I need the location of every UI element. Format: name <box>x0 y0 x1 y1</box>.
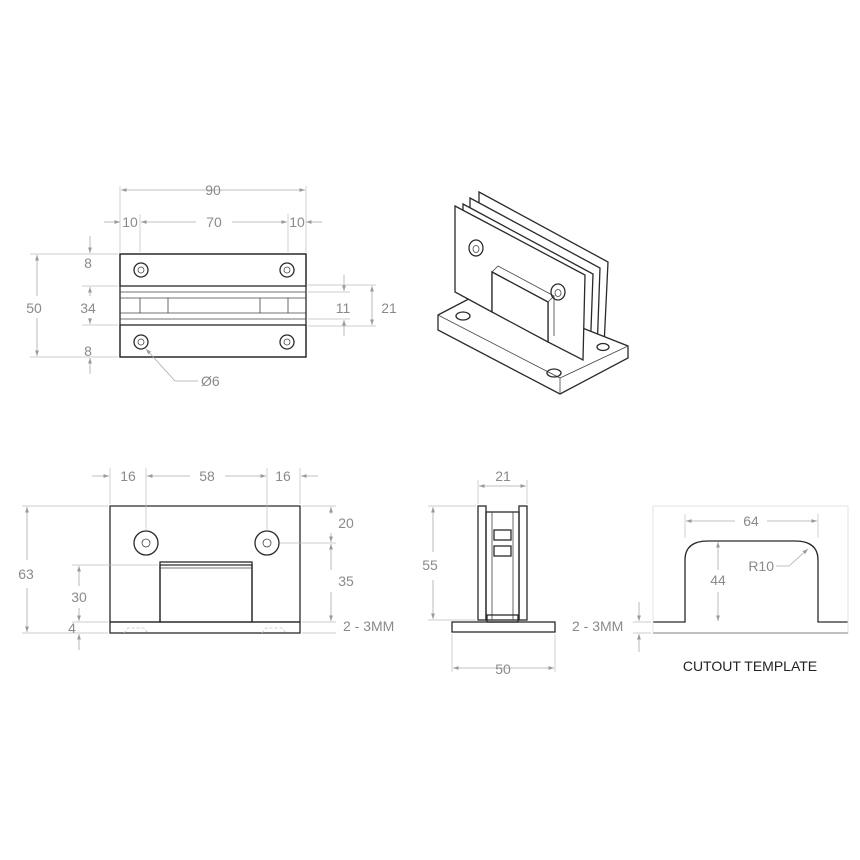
hole-icon <box>254 530 280 556</box>
dim-base: 4 <box>68 620 76 636</box>
dim-top-band: 8 <box>84 255 92 271</box>
top-view-upper-plate <box>119 253 307 287</box>
front-view: 16 58 16 63 30 4 20 35 2 - 3MM <box>18 468 394 650</box>
cutout-dim-gap: 2 - 3MM <box>572 618 623 634</box>
dim-gap-inner: 11 <box>336 300 351 316</box>
dim-right-margin: 10 <box>289 214 305 230</box>
cutout-dim-radius: R10 <box>748 558 774 574</box>
dim-gap: 2 - 3MM <box>343 618 394 634</box>
cutout-dim-height: 44 <box>710 572 726 588</box>
dim-body: 35 <box>338 573 354 589</box>
dim-center-width: 70 <box>206 214 222 230</box>
dim-right: 16 <box>275 468 291 484</box>
cutout-title: CUTOUT TEMPLATE <box>683 658 817 674</box>
dim-total-height: 50 <box>26 300 42 316</box>
isometric-view <box>437 190 629 395</box>
side-view-right-plate <box>518 505 528 621</box>
cutout-profile <box>653 540 848 623</box>
dim-gap-outer: 21 <box>381 300 397 316</box>
hole-icon <box>596 342 610 352</box>
hole-icon <box>279 334 295 350</box>
front-view-base <box>109 621 301 634</box>
hole-icon <box>133 530 159 556</box>
dim-hole-diameter: Ø6 <box>201 373 220 389</box>
hole-icon <box>279 262 295 278</box>
hole-icon <box>455 311 471 321</box>
dim-center: 58 <box>199 468 215 484</box>
dim-bottom-band: 8 <box>84 343 92 359</box>
dim-hole-offset: 20 <box>338 515 354 531</box>
side-view: 21 55 50 <box>422 468 556 677</box>
side-view-left-plate <box>477 505 487 621</box>
hole-icon <box>133 334 149 350</box>
cutout-template: 64 44 R10 2 - 3MM CUTOUT TEMPLATE <box>572 505 849 674</box>
dim-middle: 34 <box>80 300 96 316</box>
top-view: 90 10 70 10 50 8 34 8 11 21 Ø6 <box>26 182 397 389</box>
dim-total-width: 90 <box>205 182 221 198</box>
dim-left-margin: 10 <box>122 214 138 230</box>
front-view-body <box>109 505 301 623</box>
side-dim-height: 55 <box>422 557 438 573</box>
hole-icon <box>550 283 566 301</box>
dim-cutout-height: 30 <box>71 589 87 605</box>
cutout-dim-width: 64 <box>743 513 759 529</box>
hole-icon <box>546 368 562 378</box>
side-view-base <box>451 621 556 633</box>
side-dim-width: 21 <box>495 468 511 484</box>
side-dim-base-width: 50 <box>495 661 511 677</box>
dim-left: 16 <box>120 468 136 484</box>
dim-total-height: 63 <box>18 566 34 582</box>
top-view-lower-plate <box>119 324 307 358</box>
hole-icon <box>468 239 484 257</box>
hole-icon <box>133 262 149 278</box>
